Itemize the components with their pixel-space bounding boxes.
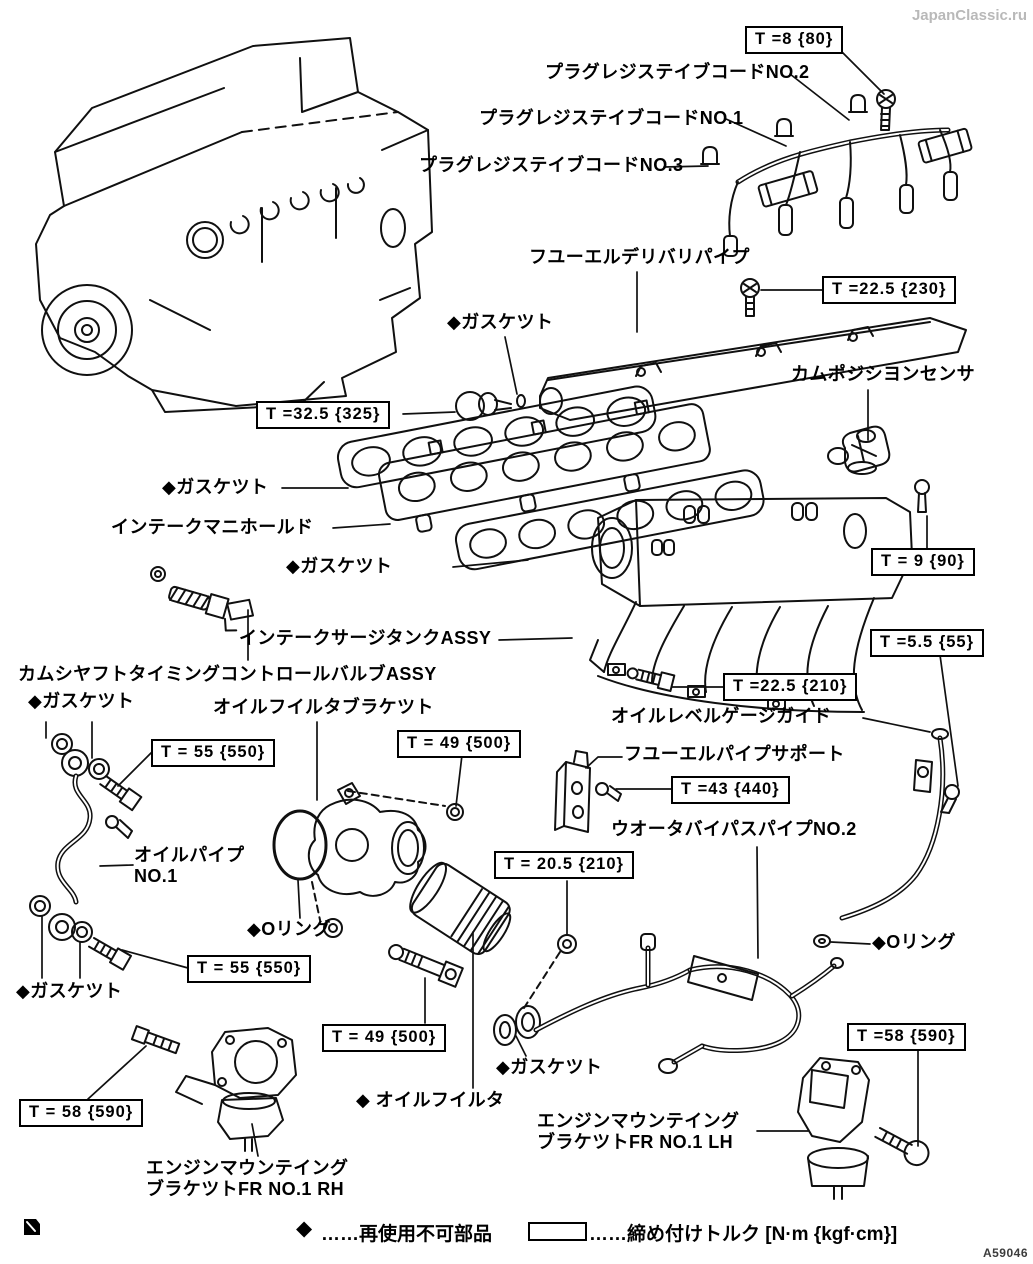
label-engine-mount-rh-line2: ブラケツトFR NO.1 RH [146, 1179, 345, 1200]
torque-box-t49-top: T = 49 {500} [397, 730, 522, 758]
label-gasket-oilpipe-top: ◆ガスケツト [28, 691, 135, 711]
cam-position-sensor-drawing [827, 425, 930, 513]
figure-code: A59046 [982, 1246, 1028, 1260]
print-mark [24, 1219, 40, 1235]
torque-box-t8: T =8 {80} [745, 26, 844, 54]
intake-manifold-drawing [378, 399, 711, 533]
label-oil-pipe-no1-line2: NO.1 [134, 866, 178, 887]
oil-filter-bracket-drawing [272, 782, 464, 988]
torque-box-t58-left: T = 58 {590} [19, 1099, 144, 1127]
torque-box-t43: T =43 {440} [671, 776, 790, 804]
gasket-upper-drawing [336, 385, 657, 489]
label-gasket-oilpipe-bottom: ◆ガスケツト [16, 981, 123, 1001]
legend-torque-box-icon [528, 1222, 587, 1241]
label-plug-cord-no2: プラグレジステイブコードNO.2 [545, 62, 810, 82]
torque-box-t55-top: T = 55 {550} [151, 739, 276, 767]
legend-nonreusable-diamond-icon: ◆ [296, 1217, 313, 1240]
label-oil-pipe-no1-line1: オイルパイプ [134, 845, 245, 865]
watermark: JapanClassic.ru [911, 7, 1027, 24]
label-plug-cord-no3: プラグレジステイブコードNO.3 [419, 155, 684, 175]
oil-filter-drawing [409, 861, 512, 956]
label-fuel-delivery-pipe: フユーエルデリバリパイプ [529, 247, 750, 267]
label-gasket-fuel: ◆ガスケツト [447, 312, 554, 332]
label-gasket-water: ◆ガスケツト [496, 1057, 603, 1077]
label-gasket-upper: ◆ガスケツト [162, 477, 269, 497]
gasket-lower-drawing [454, 469, 765, 571]
label-water-bypass-pipe: ウオータバイパスパイプNO.2 [611, 819, 857, 839]
label-plug-cord-no1: プラグレジステイブコードNO.1 [479, 108, 744, 128]
label-cam-position-sensor: カムポジシヨンセンサ [791, 364, 975, 384]
label-oil-filter: ◆ オイルフイルタ [356, 1090, 505, 1110]
torque-box-t49-bottom: T = 49 {500} [322, 1024, 447, 1052]
torque-box-t5-5: T =5.5 {55} [870, 629, 985, 657]
torque-box-t22-5-230: T =22.5 {230} [822, 276, 957, 304]
torque-box-t55-bottom: T = 55 {550} [187, 955, 312, 983]
label-engine-mount-rh: エンジンマウンテイング ブラケツトFR NO.1 RH [146, 1158, 348, 1200]
label-oil-filter-bracket: オイルフイルタブラケツト [213, 697, 434, 717]
water-bypass-pipe-drawing [493, 933, 844, 1074]
label-o-ring-left: ◆Oリング [247, 919, 331, 939]
oil-level-gauge-guide-drawing [813, 728, 960, 948]
label-oil-level-gauge-guide: オイルレベルゲージガイド [611, 706, 832, 726]
label-intake-manifold: インテークマニホールド [111, 517, 314, 537]
label-o-ring-right: ◆Oリング [872, 932, 956, 952]
engine-mount-lh-drawing [797, 1057, 930, 1200]
plug-resistive-cords-drawing [700, 89, 973, 257]
torque-box-t9: T = 9 {90} [871, 548, 975, 576]
torque-box-t32-5: T =32.5 {325} [256, 401, 391, 429]
leader-lines [41, 49, 959, 1157]
engine-mount-rh-drawing [130, 1025, 297, 1152]
label-engine-mount-lh: エンジンマウンテイング ブラケツトFR NO.1 LH [537, 1111, 739, 1153]
label-intake-surge-tank: インテークサージタンクASSY [239, 628, 492, 648]
legend-nonreusable-text: ……再使用不可部品 [321, 1224, 493, 1245]
engine-block-drawing [35, 37, 433, 413]
label-engine-mount-lh-line2: ブラケツトFR NO.1 LH [537, 1132, 734, 1153]
torque-box-t58-right: T =58 {590} [847, 1023, 966, 1051]
fuel-pipe-support-drawing [554, 750, 622, 833]
label-engine-mount-lh-line1: エンジンマウンテイング [537, 1111, 740, 1131]
label-camshaft-timing-valve: カムシヤフトタイミングコントロールバルブASSY [18, 664, 437, 684]
label-oil-pipe-no1: オイルパイプ NO.1 [134, 845, 244, 887]
label-gasket-lower: ◆ガスケツト [286, 556, 393, 576]
oil-pipe-no1-drawing [29, 733, 143, 971]
label-engine-mount-rh-line1: エンジンマウンテイング [146, 1158, 349, 1178]
cam-timing-valve-drawing [150, 566, 255, 632]
torque-box-t22-5-210: T =22.5 {210} [723, 673, 858, 701]
label-fuel-pipe-support: フユーエルパイプサポート [624, 744, 845, 764]
torque-box-t20-5: T = 20.5 {210} [494, 851, 634, 879]
legend-torque-text: ……締め付けトルク [N·m {kgf·cm}] [589, 1224, 898, 1245]
intake-surge-tank-drawing [589, 497, 913, 713]
